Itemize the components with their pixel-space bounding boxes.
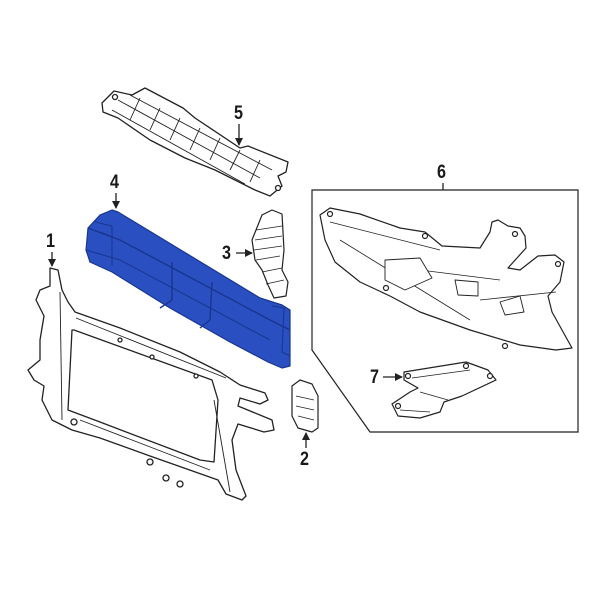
callout-6: 6 <box>437 162 446 183</box>
callout-4: 4 <box>110 172 119 193</box>
callout-3: 3 <box>222 243 231 264</box>
callout-7: 7 <box>370 367 379 388</box>
engine-splash-shield-part[interactable] <box>319 207 573 351</box>
callout-5: 5 <box>234 103 243 124</box>
callout-1: 1 <box>46 231 55 252</box>
side-air-deflector-part[interactable] <box>251 209 289 299</box>
group-bracket-box <box>311 189 579 433</box>
radiator-support-frame-part[interactable] <box>27 267 275 501</box>
lower-cover-part[interactable] <box>391 361 497 419</box>
leader-lines <box>48 124 444 448</box>
air-deflector-highlighted-part[interactable] <box>85 209 291 369</box>
upper-shield-part[interactable] <box>101 87 289 197</box>
small-bracket-part[interactable] <box>291 379 319 433</box>
callout-2: 2 <box>300 449 309 470</box>
